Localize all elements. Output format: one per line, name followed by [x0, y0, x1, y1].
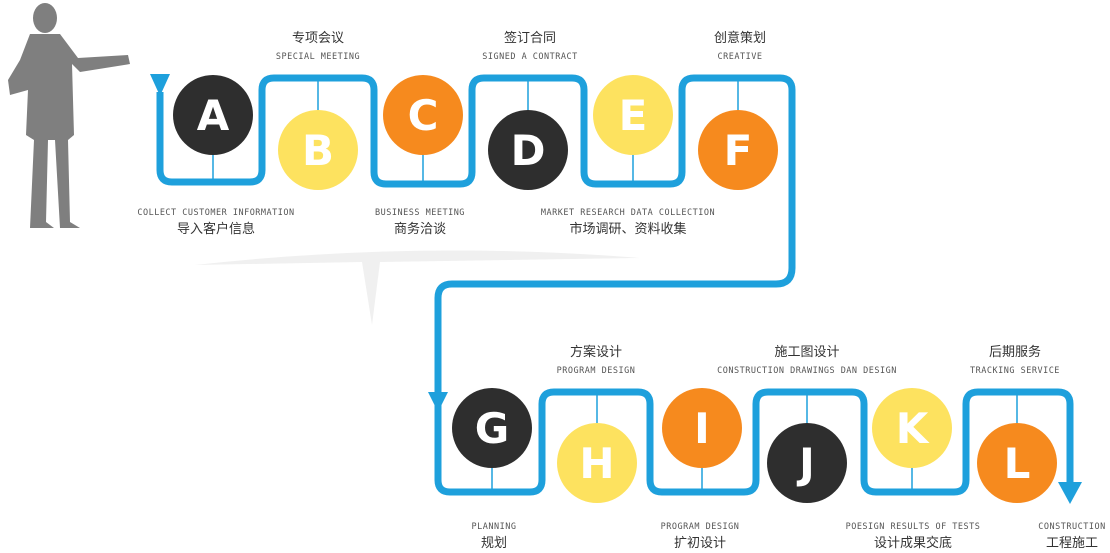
step-circle-g: G: [452, 388, 532, 468]
circle-a-shape: [173, 75, 253, 155]
step-label-cn: 后期服务: [989, 344, 1041, 360]
step-letter: J: [796, 439, 815, 488]
circle-j-shape: [767, 423, 847, 503]
presenter-figure-icon: [8, 3, 130, 228]
step-label-en: COLLECT CUSTOMER INFORMATION: [137, 208, 294, 218]
step-letter: D: [511, 126, 546, 175]
step-circle-a: A: [173, 75, 253, 155]
step-circle-d: D: [488, 110, 568, 190]
step-circle-e: E: [593, 75, 673, 155]
circle-k-shape: [872, 388, 952, 468]
step-label-cn: 规划: [481, 536, 507, 551]
circle-d-shape: [488, 110, 568, 190]
step-label-cn: 工程施工: [1046, 536, 1098, 551]
step-letter: G: [475, 404, 509, 453]
step-label-cn: 施工图设计: [774, 345, 839, 360]
step-circle-l: L: [977, 423, 1057, 503]
step-label-en: MARKET RESEARCH DATA COLLECTION: [541, 208, 715, 218]
step-label-8: 方案设计 PROGRAM DESIGN: [557, 344, 636, 376]
step-label-en: TRACKING SERVICE: [970, 366, 1060, 376]
step-label-cn: 市场调研、资料收集: [569, 221, 686, 237]
circle-i-shape: [662, 388, 742, 468]
step-label-13: 后期服务 TRACKING SERVICE: [970, 344, 1060, 376]
step-letter: I: [694, 404, 710, 453]
step-label-cn: 创意策划: [714, 30, 766, 46]
circle-b-shape: [278, 110, 358, 190]
step-circles: A B C D E F G H I J K L: [173, 75, 1057, 503]
step-circle-j: J: [767, 423, 847, 503]
step-label-en: PROGRAM DESIGN: [661, 522, 740, 532]
step-letter: H: [579, 439, 614, 488]
step-label-10: 施工图设计 CONSTRUCTION DRAWINGS DAN DESIGN: [717, 345, 897, 376]
step-letter: L: [1004, 439, 1031, 488]
circle-h-shape: [557, 423, 637, 503]
step-circle-k: K: [872, 388, 952, 468]
step-circle-i: I: [662, 388, 742, 468]
step-label-1: 导入客户信息 COLLECT CUSTOMER INFORMATION: [137, 208, 294, 237]
circle-c-shape: [383, 75, 463, 155]
step-label-cn: 方案设计: [570, 344, 622, 360]
step-label-7: 规划 PLANNING: [472, 522, 517, 551]
step-label-4: 签订合同 SIGNED A CONTRACT: [482, 30, 578, 62]
step-label-en: CONSTRUCTION DRAWINGS DAN DESIGN: [717, 366, 897, 376]
step-label-cn: 商务洽谈: [394, 221, 446, 237]
step-labels: 导入客户信息 COLLECT CUSTOMER INFORMATION 专项会议 SP…: [137, 30, 1105, 551]
step-label-en: CREATIVE: [718, 52, 763, 62]
step-letter: E: [619, 91, 648, 140]
step-label-en: SPECIAL MEETING: [276, 52, 360, 62]
step-label-12: 工程施工 CONSTRUCTION: [1038, 522, 1105, 551]
step-circle-f: F: [698, 110, 778, 190]
connectors: [212, 78, 1018, 492]
step-label-en: PLANNING: [472, 522, 517, 532]
step-letter: C: [408, 91, 439, 140]
step-letter: B: [302, 126, 334, 175]
start-arrow-icon: [150, 74, 170, 96]
circle-f-shape: [698, 110, 778, 190]
step-label-9: 扩初设计 PROGRAM DESIGN: [661, 522, 740, 551]
step-label-en: CONSTRUCTION: [1038, 522, 1105, 532]
step-label-en: PROGRAM DESIGN: [557, 366, 636, 376]
circle-g-shape: [452, 388, 532, 468]
step-label-en: BUSINESS MEETING: [375, 208, 465, 218]
path-segment-top: [156, 74, 796, 396]
step-label-2: 专项会议 SPECIAL MEETING: [276, 31, 360, 62]
step-letter: A: [197, 91, 230, 140]
step-label-cn: 专项会议: [292, 31, 344, 46]
step-letter: K: [896, 404, 930, 453]
step-label-cn: 签订合同: [504, 30, 556, 46]
step-label-cn: 扩初设计: [674, 536, 726, 551]
end-arrow-icon: [1058, 482, 1082, 504]
step-label-en: SIGNED A CONTRACT: [482, 52, 578, 62]
step-letter: F: [724, 126, 753, 175]
step-label-6: 创意策划 CREATIVE: [714, 30, 766, 62]
step-label-cn: 导入客户信息: [177, 221, 255, 237]
circle-l-shape: [977, 423, 1057, 503]
circle-e-shape: [593, 75, 673, 155]
step-circle-c: C: [383, 75, 463, 155]
down-arrow-icon: [428, 392, 448, 412]
floor-shadow: [195, 250, 640, 325]
step-circle-b: B: [278, 110, 358, 190]
step-label-11: 设计成果交底 POESIGN RESULTS OF TESTS: [846, 522, 981, 551]
step-label-3: 商务洽谈 BUSINESS MEETING: [375, 208, 465, 237]
step-label-5: 市场调研、资料收集 MARKET RESEARCH DATA COLLECTION: [541, 208, 715, 237]
step-label-en: POESIGN RESULTS OF TESTS: [846, 522, 981, 532]
step-circle-h: H: [557, 423, 637, 503]
step-label-cn: 设计成果交底: [874, 535, 952, 551]
path-segment-bottom: [434, 388, 1074, 496]
